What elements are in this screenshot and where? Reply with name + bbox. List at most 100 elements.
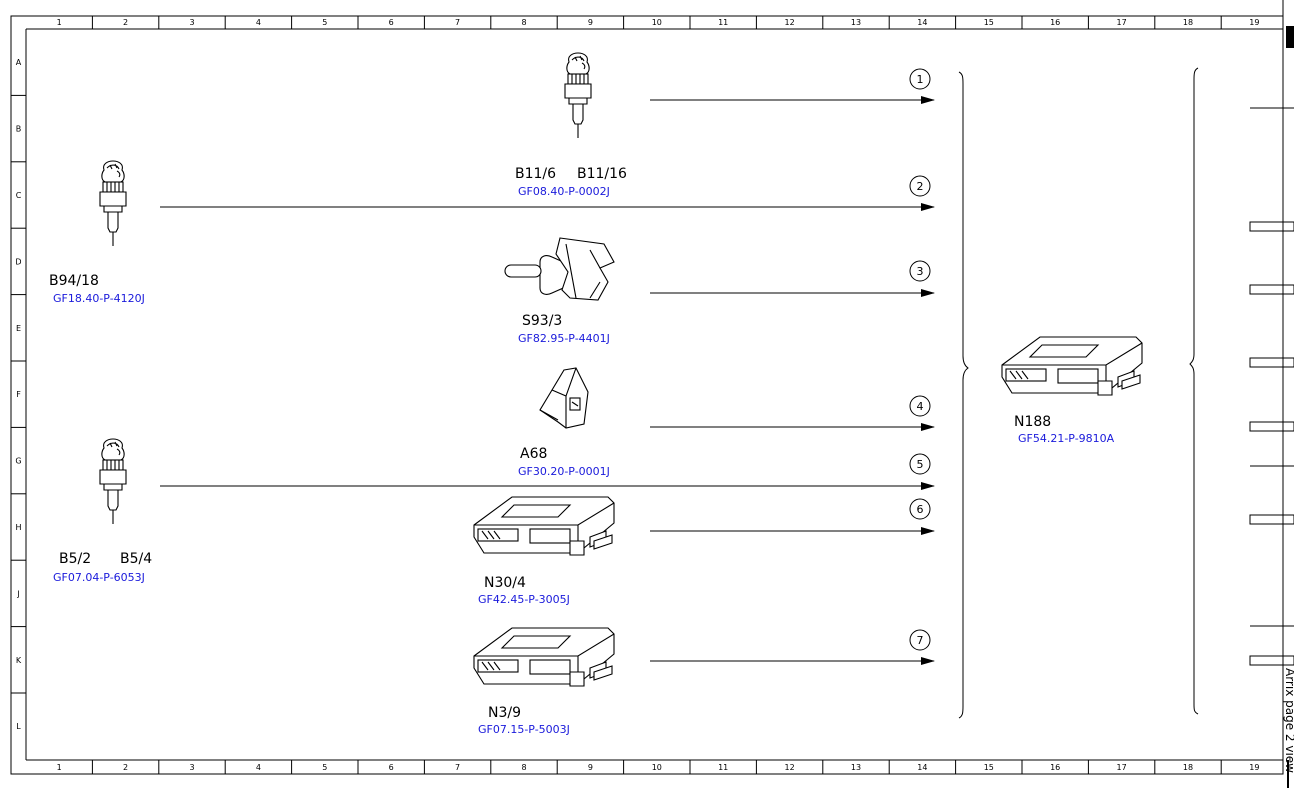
edge-note: Arrix page 2 view — [1283, 668, 1294, 773]
grid-column-label: 6 — [389, 763, 394, 772]
switch-s93: S93/3 GF82.95-P-4401J — [504, 237, 615, 345]
signal-numbers: 1 2 3 4 5 6 7 — [909, 68, 931, 651]
control-unit-n30: N30/4 GF42.45-P-3005J — [473, 496, 615, 606]
input-brace — [958, 71, 969, 719]
grid-row-label: B — [16, 125, 22, 134]
component-reference-link[interactable]: GF42.45-P-3005J — [478, 593, 570, 606]
svg-text:5: 5 — [917, 458, 924, 471]
grid-row-label: C — [16, 191, 22, 200]
component-label: N30/4 — [484, 575, 526, 591]
output-brace — [1189, 67, 1199, 715]
grid-column-label: 6 — [389, 18, 394, 27]
control-unit-n3: N3/9 GF07.15-P-5003J — [473, 627, 615, 736]
grid-column-label: 12 — [785, 763, 795, 772]
svg-text:3: 3 — [917, 265, 924, 278]
component-label: B5/2 — [59, 551, 91, 567]
grid-row-label: J — [16, 589, 19, 598]
component-reference-link[interactable]: GF08.40-P-0002J — [518, 185, 610, 198]
grid-column-label: 1 — [57, 18, 62, 27]
grid-column-label: 11 — [718, 763, 728, 772]
signal-6: 6 — [909, 498, 931, 520]
signal-1: 1 — [909, 68, 931, 90]
component-label: A68 — [520, 446, 547, 462]
grid-column-label: 17 — [1117, 763, 1127, 772]
grid-row-label: A — [16, 58, 22, 67]
grid-row-label: E — [16, 324, 21, 333]
grid-column-label: 3 — [189, 763, 194, 772]
grid-column-label: 13 — [851, 18, 861, 27]
component-reference-link[interactable]: GF18.40-P-4120J — [53, 292, 145, 305]
component-reference-link[interactable]: GF82.95-P-4401J — [518, 332, 610, 345]
output-connectors — [1249, 107, 1294, 666]
control-unit-icon — [1001, 336, 1143, 396]
grid-column-label: 15 — [984, 763, 994, 772]
component-label: B11/16 — [577, 166, 627, 182]
sensor-a68: A68 GF30.20-P-0001J — [518, 367, 610, 478]
grid-coordinates: 1122334455667788991010111112121313141415… — [11, 16, 1259, 774]
signal-2: 2 — [909, 175, 931, 197]
component-reference-link[interactable]: GF54.21-P-9810A — [1018, 432, 1115, 445]
grid-row-label: H — [15, 523, 21, 532]
temperature-sensor-icon — [99, 438, 127, 525]
grid-column-label: 18 — [1183, 763, 1193, 772]
grid-column-label: 9 — [588, 18, 593, 27]
toggle-switch-icon — [504, 237, 615, 301]
signal-3: 3 — [909, 260, 931, 282]
grid-column-label: 4 — [256, 18, 261, 27]
control-unit-icon — [473, 627, 615, 687]
control-unit-n188: N188 GF54.21-P-9810A — [1001, 336, 1143, 445]
control-unit-icon — [473, 496, 615, 556]
component-label: S93/3 — [522, 313, 562, 329]
grid-column-label: 14 — [917, 763, 927, 772]
component-reference-link[interactable]: GF30.20-P-0001J — [518, 465, 610, 478]
grid-column-label: 19 — [1249, 763, 1259, 772]
component-label: N188 — [1014, 414, 1051, 430]
grid-column-label: 4 — [256, 763, 261, 772]
signal-4: 4 — [909, 395, 931, 417]
grid-column-label: 2 — [123, 18, 128, 27]
grid-column-label: 5 — [322, 763, 327, 772]
grid-column-label: 14 — [917, 18, 927, 27]
sensor-bracket-icon — [539, 367, 589, 429]
grid-row-label: L — [16, 722, 21, 731]
grid-column-label: 10 — [652, 763, 662, 772]
grid-column-label: 8 — [521, 763, 526, 772]
svg-text:7: 7 — [917, 634, 924, 647]
grid-column-label: 2 — [123, 763, 128, 772]
grid-row-label: D — [15, 257, 21, 266]
grid-row-label: G — [15, 457, 21, 466]
component-reference-link[interactable]: GF07.15-P-5003J — [478, 723, 570, 736]
svg-text:2: 2 — [917, 180, 924, 193]
signal-lines — [160, 96, 935, 665]
component-reference-link[interactable]: GF07.04-P-6053J — [53, 571, 145, 584]
grid-column-label: 19 — [1249, 18, 1259, 27]
grid-column-label: 3 — [189, 18, 194, 27]
signal-5: 5 — [909, 453, 931, 475]
grid-column-label: 11 — [718, 18, 728, 27]
temperature-sensor-icon — [99, 160, 127, 247]
grid-column-label: 18 — [1183, 18, 1193, 27]
grid-column-label: 13 — [851, 763, 861, 772]
signal-7: 7 — [909, 629, 931, 651]
sensor-b5: B5/2 B5/4 GF07.04-P-6053J — [53, 438, 152, 584]
grid-column-label: 12 — [785, 18, 795, 27]
grid-column-label: 9 — [588, 763, 593, 772]
grid-row-label: F — [16, 390, 21, 399]
frame — [10, 0, 1294, 788]
grid-column-label: 7 — [455, 763, 460, 772]
svg-text:1: 1 — [917, 73, 924, 86]
sensor-b94: B94/18 GF18.40-P-4120J — [49, 160, 145, 305]
grid-row-label: K — [16, 656, 22, 665]
component-label: B94/18 — [49, 273, 99, 289]
grid-column-label: 16 — [1050, 763, 1060, 772]
component-label: B11/6 — [515, 166, 556, 182]
grid-column-label: 8 — [521, 18, 526, 27]
component-label: B5/4 — [120, 551, 152, 567]
grid-column-label: 10 — [652, 18, 662, 27]
grid-column-label: 16 — [1050, 18, 1060, 27]
grid-column-label: 1 — [57, 763, 62, 772]
component-label: N3/9 — [488, 705, 521, 721]
grid-column-label: 17 — [1117, 18, 1127, 27]
svg-text:4: 4 — [917, 400, 924, 413]
